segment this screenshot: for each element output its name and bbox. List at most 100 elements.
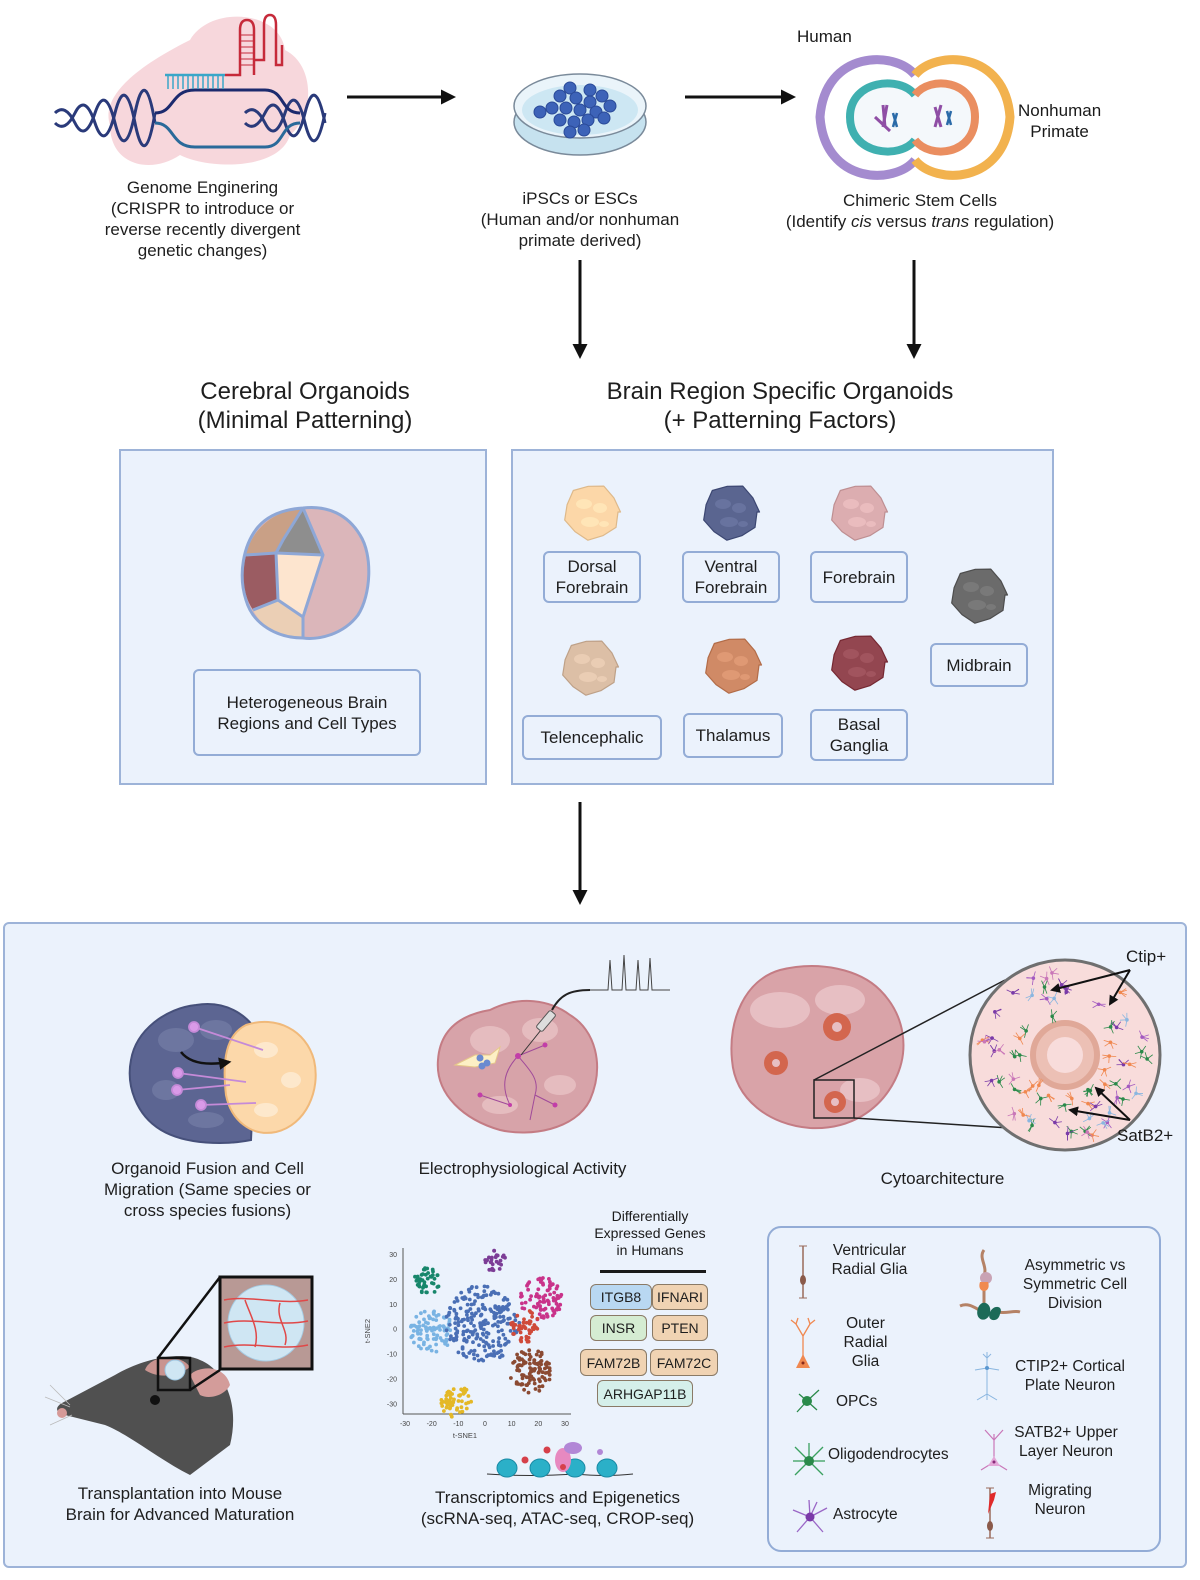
tsne-point [484, 1335, 489, 1339]
organoid-blob-icon [831, 635, 889, 691]
tsne-point [527, 1309, 532, 1313]
tsne-point [547, 1373, 552, 1377]
ctip-arrows [1050, 969, 1131, 1121]
tsne-point [530, 1314, 534, 1319]
ctip-label: Ctip+ [1126, 947, 1167, 966]
tsne-point [527, 1357, 532, 1362]
tsne-point [520, 1376, 525, 1381]
tsne-point [414, 1324, 419, 1329]
tsne-point [537, 1388, 542, 1393]
tsne-point [547, 1302, 551, 1307]
tsne-point [508, 1329, 513, 1333]
tsne-point [478, 1323, 483, 1327]
y-tick-label: 30 [389, 1252, 397, 1259]
tsne-point [460, 1346, 465, 1351]
tsne-point [529, 1294, 533, 1298]
chimeric-cell-icon [815, 55, 1015, 180]
tsne-point [448, 1306, 452, 1310]
tsne-point [483, 1322, 487, 1326]
tsne-point [471, 1340, 475, 1345]
tsne-point [543, 1366, 547, 1371]
tsne-point [540, 1370, 545, 1375]
organoid-label: Ventral Forebrain [682, 551, 780, 603]
tsne-point [536, 1287, 541, 1292]
tsne-point [461, 1329, 466, 1334]
tsne-point [455, 1329, 460, 1333]
tsne-point [492, 1310, 496, 1315]
gene-tag: INSR [590, 1315, 647, 1341]
tsne-point [526, 1282, 530, 1286]
tsne-point [482, 1284, 487, 1289]
chimeric-caption: Chimeric Stem Cells (Identify cis versus… [785, 191, 1055, 231]
satb2-neuron-icon [980, 1429, 1008, 1471]
tsne-point [426, 1271, 430, 1275]
tsne-point [494, 1259, 499, 1264]
tsne-point [529, 1329, 533, 1334]
deg-divider [600, 1270, 706, 1273]
tsne-point [533, 1387, 538, 1391]
tsne-point [509, 1376, 513, 1380]
satb2-label: SatB2+ [1117, 1126, 1174, 1145]
tsne-point [520, 1382, 525, 1387]
tsne-point [505, 1321, 510, 1326]
legend-opcs: OPCs [836, 1393, 878, 1410]
tsne-point [419, 1311, 423, 1316]
tsne-point [469, 1349, 474, 1353]
tsne-point [526, 1335, 531, 1340]
tsne-point [431, 1269, 435, 1274]
tsne-point [492, 1248, 496, 1253]
tsne-point [523, 1300, 528, 1305]
tsne-point [492, 1349, 496, 1354]
tsne-point [436, 1313, 441, 1317]
omics-caption: Transcriptomics and Epigenetics (scRNA-s… [420, 1488, 695, 1528]
tsne-point [472, 1348, 477, 1353]
tsne-point [543, 1378, 548, 1383]
tsne-point [458, 1393, 463, 1397]
tsne-point [444, 1333, 449, 1337]
tsne-point [501, 1332, 506, 1337]
tsne-point [455, 1407, 459, 1412]
tsne-point [478, 1313, 483, 1318]
human-label: Human [797, 27, 852, 46]
tsne-point [547, 1368, 552, 1373]
fusion-caption: Organoid Fusion and Cell Migration (Same… [104, 1159, 311, 1220]
tsne-point [519, 1291, 523, 1296]
tsne-point [538, 1304, 542, 1308]
tsne-point [465, 1328, 470, 1333]
tsne-point [503, 1342, 507, 1347]
tsne-point [439, 1398, 444, 1402]
tsne-point [419, 1328, 423, 1332]
tsne-point [548, 1282, 553, 1287]
tsne-point [412, 1340, 416, 1345]
tsne-point [489, 1260, 493, 1264]
gene-tag: IFNARI [652, 1284, 708, 1310]
tsne-point [435, 1333, 440, 1338]
gene-tag: ARHGAP11B [597, 1380, 693, 1407]
tsne-point [521, 1320, 526, 1325]
tsne-point [506, 1307, 510, 1312]
tsne-point [524, 1375, 529, 1380]
tsne-point [424, 1284, 428, 1289]
tsne-point [525, 1339, 530, 1344]
tsne-point [418, 1331, 423, 1336]
tsne-point [466, 1394, 471, 1398]
tsne-point [523, 1326, 528, 1331]
tsne-point [510, 1320, 515, 1325]
tsne-point [474, 1285, 479, 1290]
tsne-point [534, 1352, 539, 1357]
x-tick-label: -10 [453, 1421, 463, 1428]
tsne-point [551, 1313, 555, 1318]
tsne-point [421, 1285, 425, 1290]
tsne-point [441, 1315, 446, 1320]
tsne-point [480, 1302, 485, 1307]
tsne-point [487, 1267, 492, 1272]
tsne-point [417, 1281, 421, 1286]
tsne-point [445, 1343, 450, 1347]
tsne-point [515, 1364, 520, 1369]
tsne-point [454, 1311, 459, 1316]
x-tick-label: -20 [427, 1421, 437, 1428]
cell-division-icon [959, 1249, 1021, 1321]
tsne-point [538, 1299, 542, 1304]
arrow-right-2 [685, 89, 796, 105]
x-axis-label: t-SNE1 [453, 1431, 477, 1440]
